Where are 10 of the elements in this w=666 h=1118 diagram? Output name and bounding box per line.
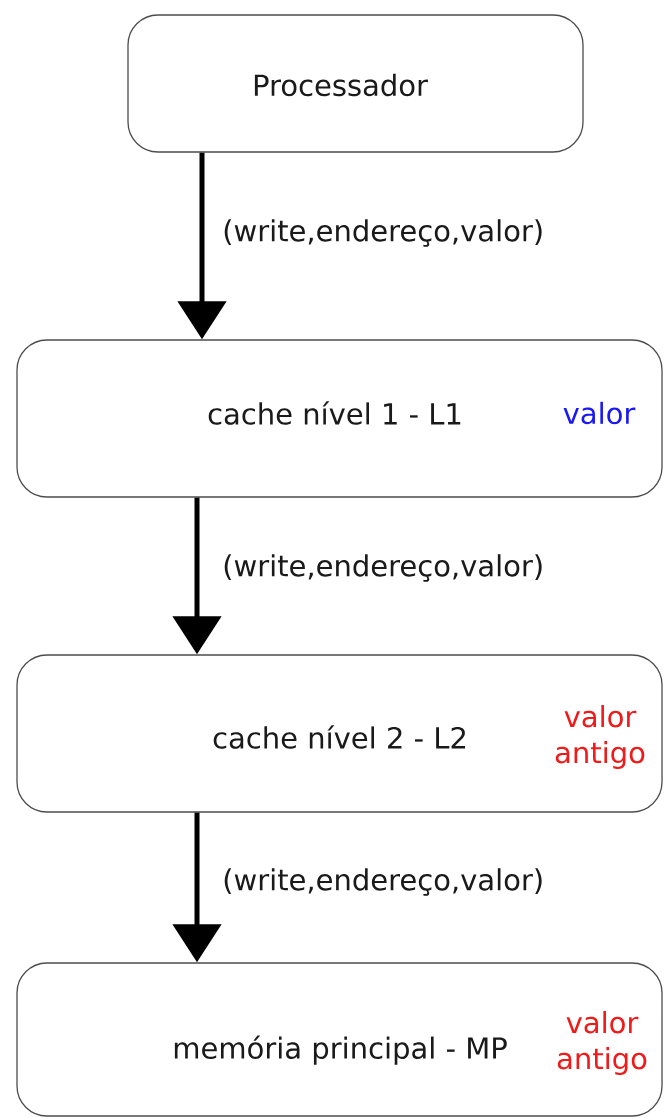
box-label: cache nível 2 - L2 xyxy=(213,725,465,749)
box-label: memória principal - MP xyxy=(174,1035,507,1065)
value-label: valor antigo xyxy=(557,1011,647,1076)
edge-label: (write,endereço,valor) xyxy=(224,554,542,582)
box-label: Processador xyxy=(254,73,428,97)
value-label: valor antigo xyxy=(555,704,645,770)
edge-label: (write,endereço,valor) xyxy=(224,219,542,247)
box-label: cache nível 1 - L1 xyxy=(208,401,461,425)
edge-label: (write,endereço,valor) xyxy=(224,868,542,896)
value-label: valor xyxy=(563,401,636,425)
